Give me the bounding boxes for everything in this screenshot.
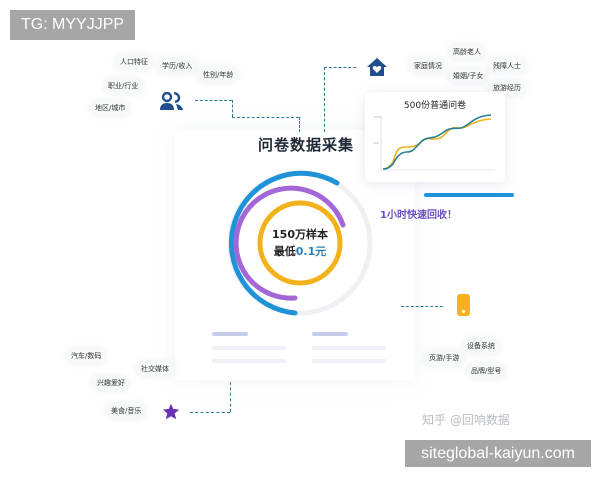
tag-education-income: 学历/收入 xyxy=(157,58,198,74)
page-title: 问卷数据采集 xyxy=(258,136,355,154)
placeholder-bar xyxy=(212,359,286,363)
tag-population: 人口特征 xyxy=(115,54,153,70)
placeholder-bar xyxy=(312,332,348,336)
connector xyxy=(232,117,299,118)
connector xyxy=(232,100,233,117)
connector xyxy=(324,67,356,68)
tag-elderly: 高龄老人 xyxy=(448,44,486,60)
price-prefix: 最低 xyxy=(273,245,296,258)
placeholder-bar xyxy=(312,359,386,363)
progress-bar xyxy=(424,193,514,197)
placeholder-bar xyxy=(212,332,248,336)
placeholder-bar xyxy=(312,346,386,350)
mini-line-chart: 1000 500 xyxy=(373,114,495,171)
sample-count: 150万样本 xyxy=(272,228,328,241)
phone-icon xyxy=(457,294,470,316)
tag-disabled: 残障人士 xyxy=(488,58,526,74)
tag-region: 地区/城市 xyxy=(90,100,131,116)
home-heart-icon xyxy=(367,58,387,76)
tag-gender-age: 性别/年龄 xyxy=(198,67,239,83)
quick-recovery-label: 1小时快速回收！ xyxy=(380,210,457,221)
price-value: 0.1元 xyxy=(295,245,327,258)
connector xyxy=(401,306,443,307)
connector xyxy=(230,382,231,412)
mini-chart-title: 500份普通问卷 xyxy=(403,101,467,111)
svg-text:1000: 1000 xyxy=(373,115,381,119)
tag-occupation: 职业/行业 xyxy=(103,78,144,94)
svg-text:500: 500 xyxy=(373,141,379,145)
placeholder-bar xyxy=(212,346,286,350)
mini-chart-card: 500份普通问卷 1000 500 xyxy=(365,92,505,182)
rings-graphic xyxy=(227,170,373,316)
tag-device-system: 设备系统 xyxy=(462,338,500,354)
connector xyxy=(324,67,325,132)
tag-marriage: 婚姻/子女 xyxy=(448,68,489,84)
people-icon xyxy=(160,92,183,110)
connector xyxy=(299,117,300,132)
zhihu-watermark: 知乎 @回响数据 xyxy=(422,413,510,427)
connector xyxy=(195,100,232,101)
star-icon xyxy=(162,403,180,420)
tag-games: 页游/手游 xyxy=(424,350,465,366)
watermark-top: TG: MYYJJPP xyxy=(10,10,135,40)
tag-brand-model: 品牌/型号 xyxy=(466,363,507,379)
tag-food-music: 美食/音乐 xyxy=(106,403,147,419)
tag-hobbies: 兴趣爱好 xyxy=(92,375,130,391)
watermark-bottom: siteglobal-kaiyun.com xyxy=(405,440,591,467)
tag-social-media: 社交媒体 xyxy=(136,361,174,377)
connector xyxy=(190,412,230,413)
price-line: 最低0.1元 xyxy=(265,243,335,259)
tag-family: 家庭情况 xyxy=(409,58,447,74)
tag-auto-digital: 汽车/数码 xyxy=(66,348,107,364)
